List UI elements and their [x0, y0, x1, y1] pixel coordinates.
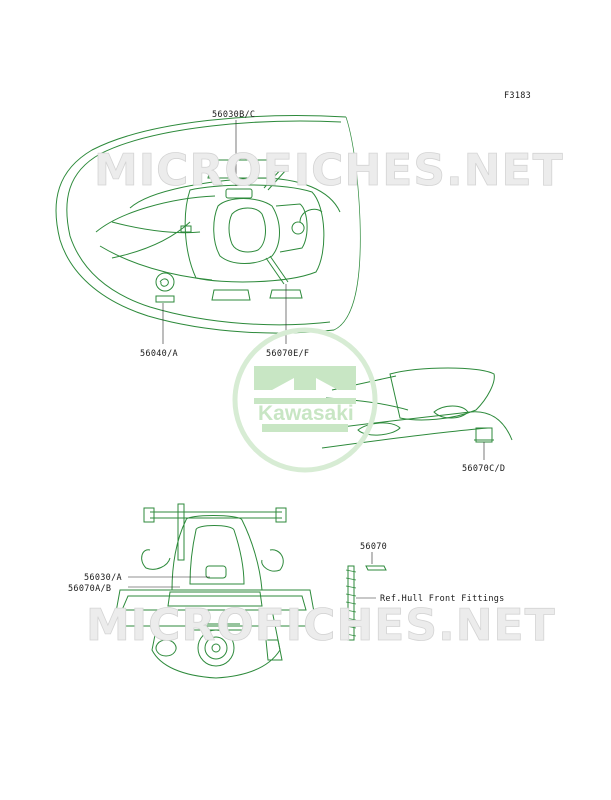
label-56070: 56070 [360, 542, 387, 552]
kawasaki-logo: Kawasaki [232, 327, 378, 473]
label-56040-a: 56040/A [140, 349, 178, 359]
decal-56070-part [365, 565, 387, 571]
label-56070a-b: 56070A/B [68, 584, 111, 594]
watermark-bottom: MICROFICHES.NET [86, 600, 556, 651]
label-56070c-d: 56070C/D [462, 464, 505, 474]
logo-text: Kawasaki [258, 402, 354, 425]
label-ref-hull-front-fittings: Ref.Hull Front Fittings [380, 594, 505, 604]
rear-view [115, 503, 315, 679]
hull-front-fitting-part [345, 565, 357, 641]
label-56030-a: 56030/A [84, 573, 122, 583]
deck-top-view [55, 115, 361, 334]
watermark-top: MICROFICHES.NET [94, 145, 564, 196]
label-56030b-c: 56030B/C [212, 110, 255, 120]
figure-code: F3183 [504, 91, 531, 101]
label-56070e-f: 56070E/F [266, 349, 309, 359]
